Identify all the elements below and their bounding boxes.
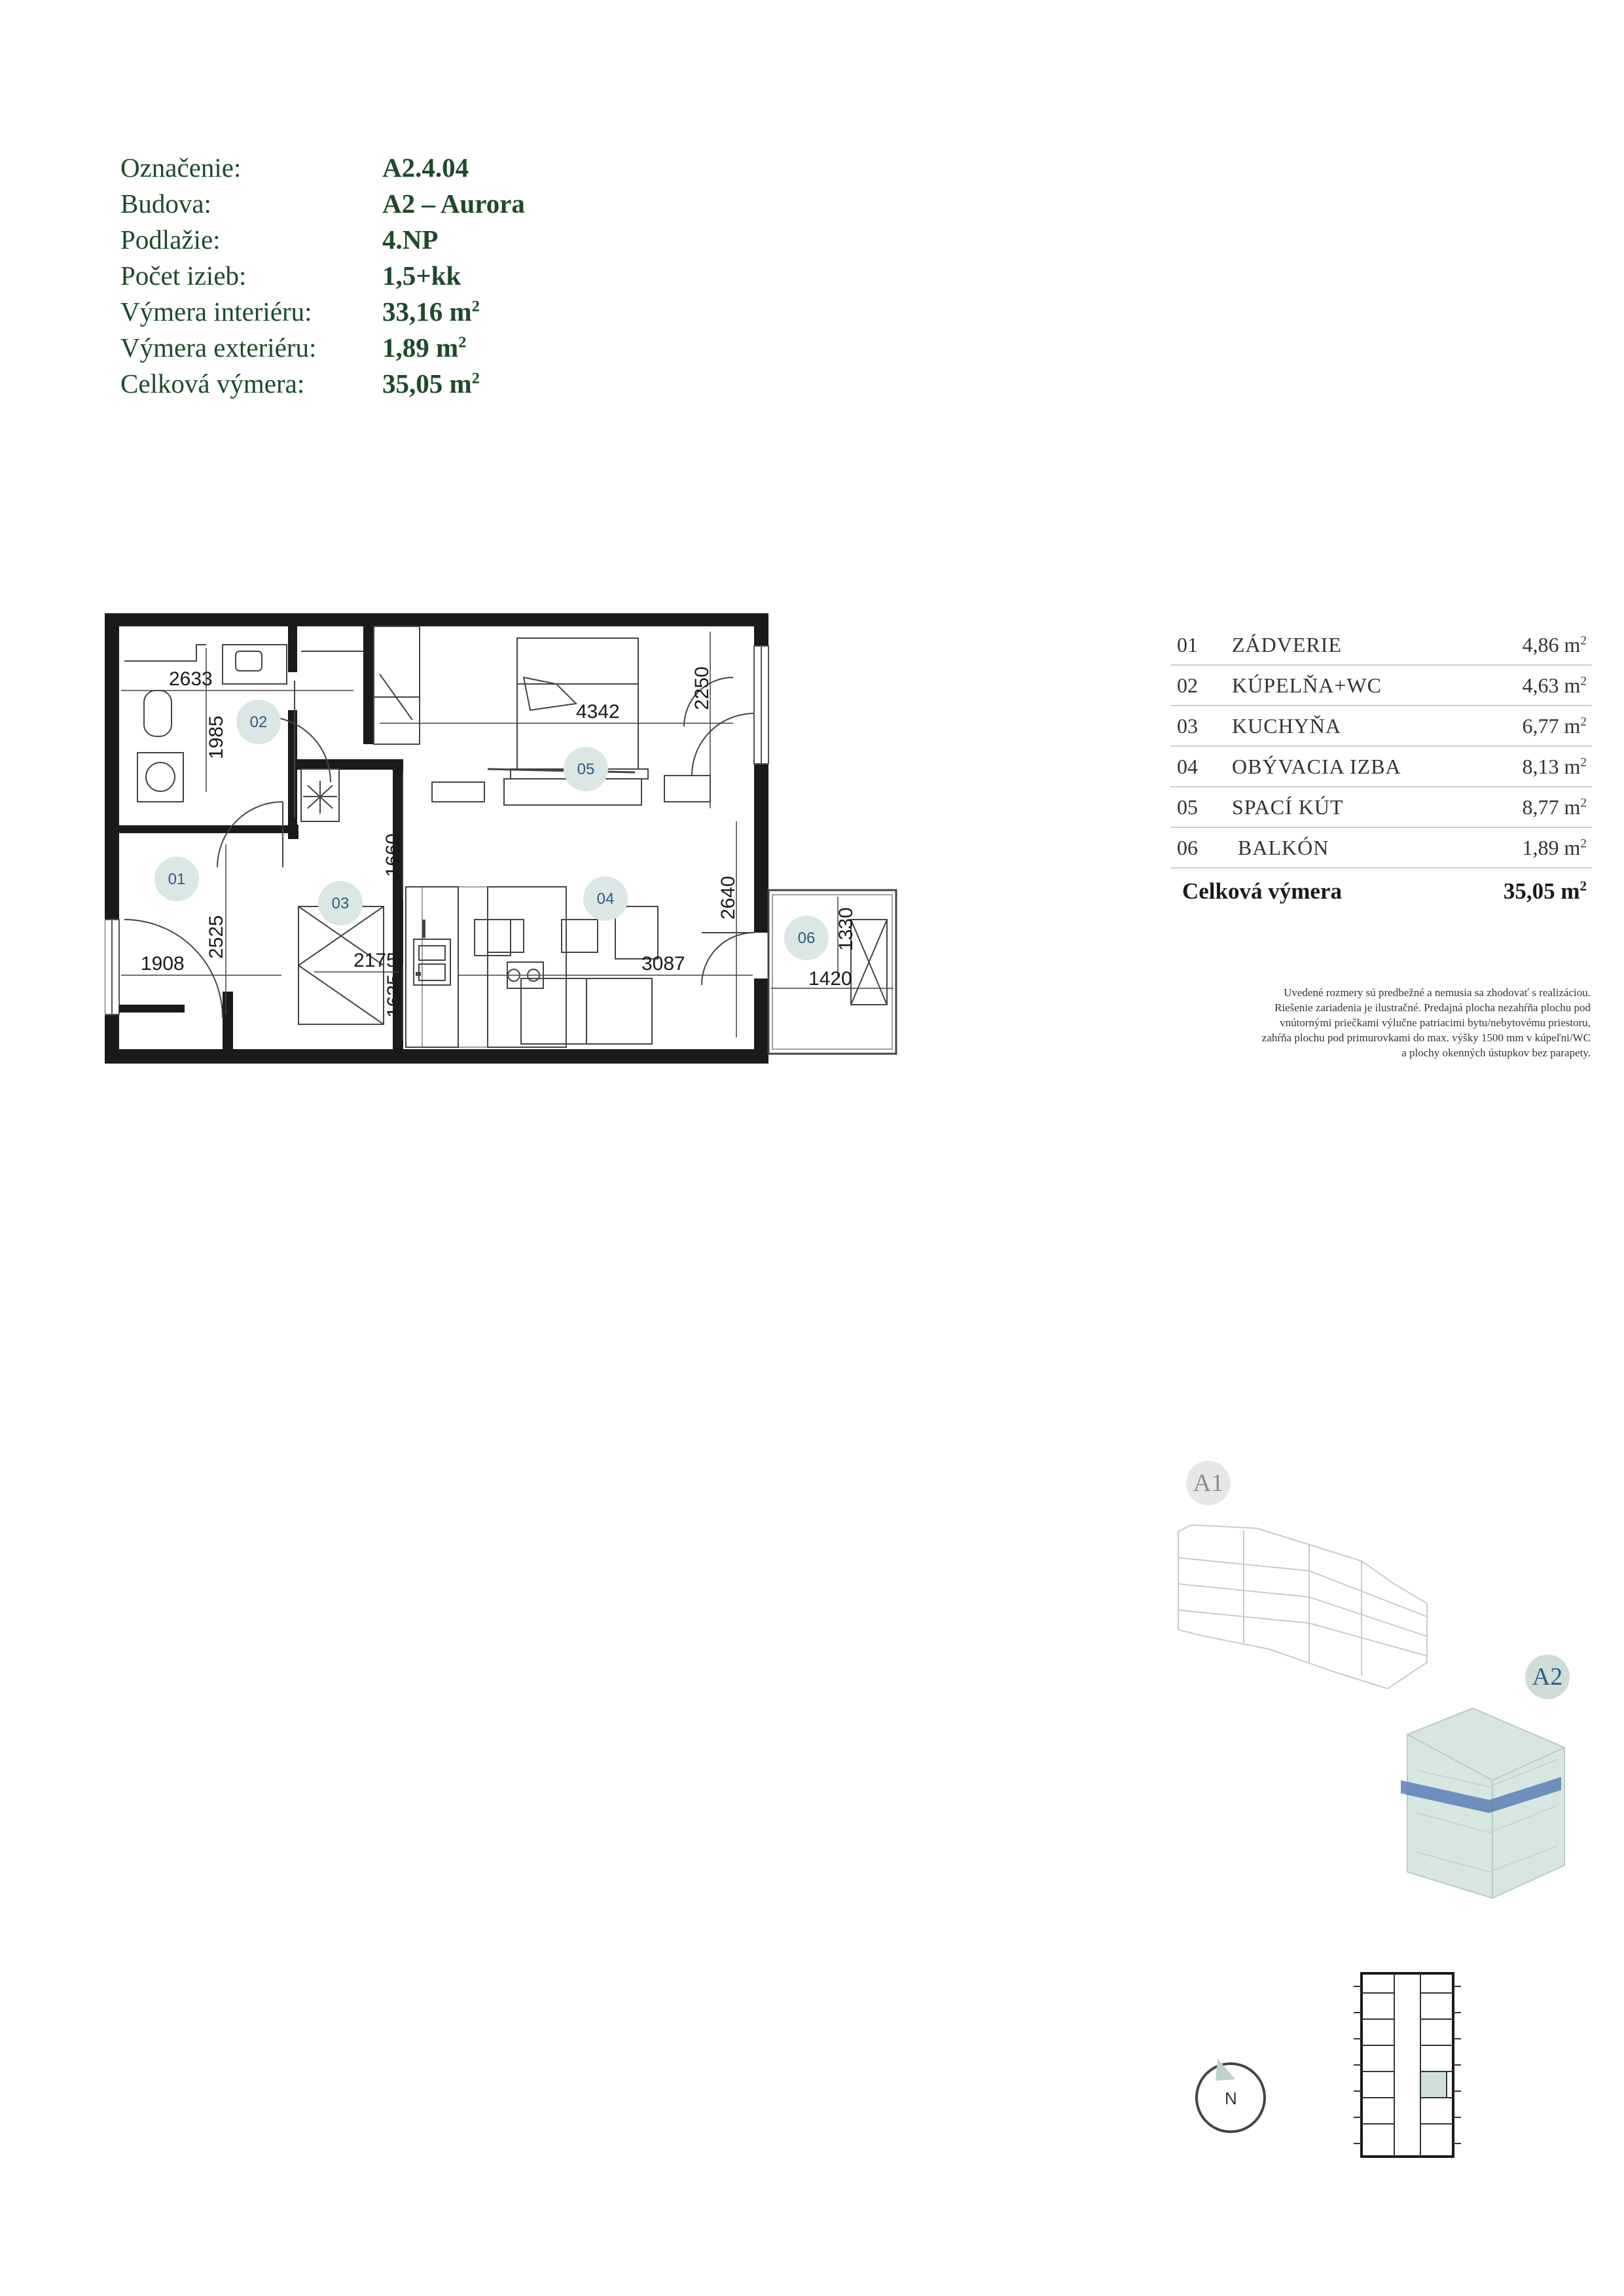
dim-label: 1330 [835, 907, 857, 951]
room-number: 02 [1177, 673, 1198, 697]
floor-plan: 2633 1985 4342 2250 1660 2525 1908 2175 … [105, 613, 897, 1064]
dim-label: 2250 [691, 666, 713, 710]
dim-label: 1660 [382, 833, 404, 877]
dim-label: 1985 [206, 715, 227, 759]
info-row: Výmera exteriéru: 1,89 m2 [120, 329, 525, 365]
info-row: Budova: A2 – Aurora [120, 185, 525, 221]
note-line: Uvedené rozmery sú predbežné a nemusia s… [1284, 986, 1591, 999]
room-area: 1,89 m2 [1522, 835, 1587, 859]
dim-label: 2175 [353, 950, 397, 971]
info-value: 1,5+kk [382, 260, 461, 291]
room-name: BALKÓN [1232, 835, 1329, 859]
building-keymap [1178, 1524, 1565, 1899]
apartment-info: Označenie: A2.4.04 Budova: A2 – Aurora Pod… [120, 149, 525, 401]
building-a1-label: A1 [1186, 1461, 1231, 1505]
info-row: Celková výmera: 35,05 m2 [120, 365, 525, 401]
info-value: 35,05 m2 [382, 368, 480, 399]
room-number: 03 [1177, 713, 1198, 738]
room-tag: 01 [168, 870, 186, 888]
room-table: 01 ZÁDVERIE 4,86 m2 02 KÚPELŇA+WC 4,63 m2 03… [1170, 625, 1592, 914]
room-area: 8,77 m2 [1522, 795, 1587, 819]
info-value: A2.4.04 [382, 152, 469, 183]
building-a2-sketch [1401, 1707, 1565, 1899]
room-row: 01 ZÁDVERIE 4,86 m2 [1170, 625, 1592, 666]
note-line: zahŕňa plochu pod primurovkami do max. v… [1261, 1031, 1591, 1044]
dim-label: 1908 [141, 953, 185, 975]
info-label: Označenie: [120, 152, 242, 183]
info-row: Výmera interiéru: 33,16 m2 [120, 293, 525, 329]
room-tag: 06 [798, 929, 816, 947]
north-compass-icon: N [1195, 2058, 1266, 2133]
room-row: 04 OBÝVACIA IZBA 8,13 m2 [1170, 747, 1592, 787]
room-row: 02 KÚPELŇA+WC 4,63 m2 [1170, 666, 1592, 706]
room-row: 03 KUCHYŇA 6,77 m2 [1170, 706, 1592, 747]
info-value: 1,89 m2 [382, 332, 467, 363]
total-value: 35,05 m2 [1503, 878, 1587, 904]
total-area-row: Celková výmera 35,05 m2 [1170, 869, 1592, 914]
dim-label: 4342 [576, 701, 620, 723]
room-tag: 03 [332, 895, 350, 912]
total-label: Celková výmera [1182, 878, 1342, 904]
room-name: KUCHYŇA [1232, 713, 1341, 738]
room-area: 6,77 m2 [1522, 713, 1587, 738]
info-value: 33,16 m2 [382, 296, 480, 327]
room-row: 05 SPACÍ KÚT 8,77 m2 [1170, 787, 1592, 828]
dim-label: 2633 [169, 668, 213, 690]
note-line: a plochy okenných ústupkov bez parapety. [1401, 1047, 1591, 1059]
note-line: vnútornými priečkami výlučne patriacimi … [1280, 1016, 1591, 1029]
disclaimer-note: Uvedené rozmery sú predbežné a nemusia s… [1100, 985, 1591, 1060]
dim-label: 3087 [641, 953, 685, 975]
room-name: OBÝVACIA IZBA [1232, 754, 1401, 778]
apartment-highlight [1420, 2071, 1447, 2098]
room-name: ZÁDVERIE [1232, 632, 1342, 656]
room-tag: 04 [597, 890, 615, 908]
building-a1-sketch [1178, 1524, 1428, 1690]
info-label: Podlažie: [120, 224, 221, 255]
room-tag: 02 [250, 713, 268, 731]
room-name: KÚPELŇA+WC [1232, 673, 1382, 697]
info-row: Označenie: A2.4.04 [120, 149, 525, 185]
dim-label: 1420 [808, 968, 852, 990]
floor-site-plan [1354, 1972, 1461, 2158]
room-number: 06 [1177, 835, 1198, 859]
building-a2-label: A2 [1525, 1655, 1570, 1699]
north-label: N [1225, 2089, 1237, 2108]
room-number: 01 [1177, 632, 1198, 656]
room-tag: 05 [577, 761, 595, 778]
room-name: SPACÍ KÚT [1232, 795, 1344, 819]
info-value: 4.NP [382, 224, 439, 255]
room-row: 06 BALKÓN 1,89 m2 [1170, 828, 1592, 869]
room-area: 4,86 m2 [1522, 632, 1587, 656]
info-row: Počet izieb: 1,5+kk [120, 257, 525, 293]
room-area: 8,13 m2 [1522, 754, 1587, 778]
info-label: Budova: [120, 188, 211, 219]
room-number: 05 [1177, 795, 1198, 819]
info-row: Podlažie: 4.NP [120, 221, 525, 257]
dim-label: 1635 [384, 974, 405, 1018]
info-label: Výmera interiéru: [120, 296, 312, 327]
info-label: Celková výmera: [120, 368, 305, 399]
info-value: A2 – Aurora [382, 188, 525, 219]
note-line: Riešenie zariadenia je ilustračné. Preda… [1274, 1001, 1591, 1014]
dim-label: 2640 [717, 876, 739, 920]
room-number: 04 [1177, 754, 1198, 778]
info-label: Počet izieb: [120, 260, 247, 291]
dim-label: 2525 [206, 915, 227, 959]
info-label: Výmera exteriéru: [120, 332, 317, 363]
room-area: 4,63 m2 [1522, 673, 1587, 697]
